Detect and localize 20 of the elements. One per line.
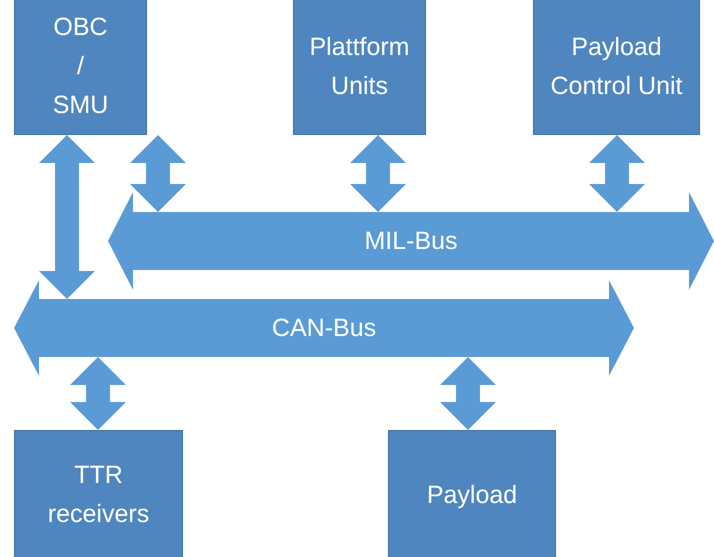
double-arrow — [350, 135, 406, 212]
bus-arrow — [108, 192, 714, 290]
unit-box — [388, 430, 556, 557]
unit-box — [14, 430, 183, 557]
box-label: TTR receivers — [46, 460, 150, 530]
box-label: OBC / SMU — [52, 12, 110, 121]
unit-box — [14, 0, 147, 135]
bus-arrow — [14, 280, 634, 376]
double-arrow — [440, 357, 496, 430]
double-arrow — [589, 135, 645, 212]
bus-label: MIL-Bus — [364, 226, 458, 256]
double-arrow — [39, 135, 95, 299]
double-arrow — [130, 135, 186, 212]
double-arrow — [70, 357, 126, 430]
box-label: Payload — [426, 480, 518, 510]
bus-label: CAN-Bus — [272, 312, 376, 344]
box-label: Plattform Units — [308, 32, 411, 102]
unit-box — [293, 0, 426, 135]
unit-box — [533, 0, 700, 135]
box-label: Payload Control Unit — [550, 32, 684, 102]
